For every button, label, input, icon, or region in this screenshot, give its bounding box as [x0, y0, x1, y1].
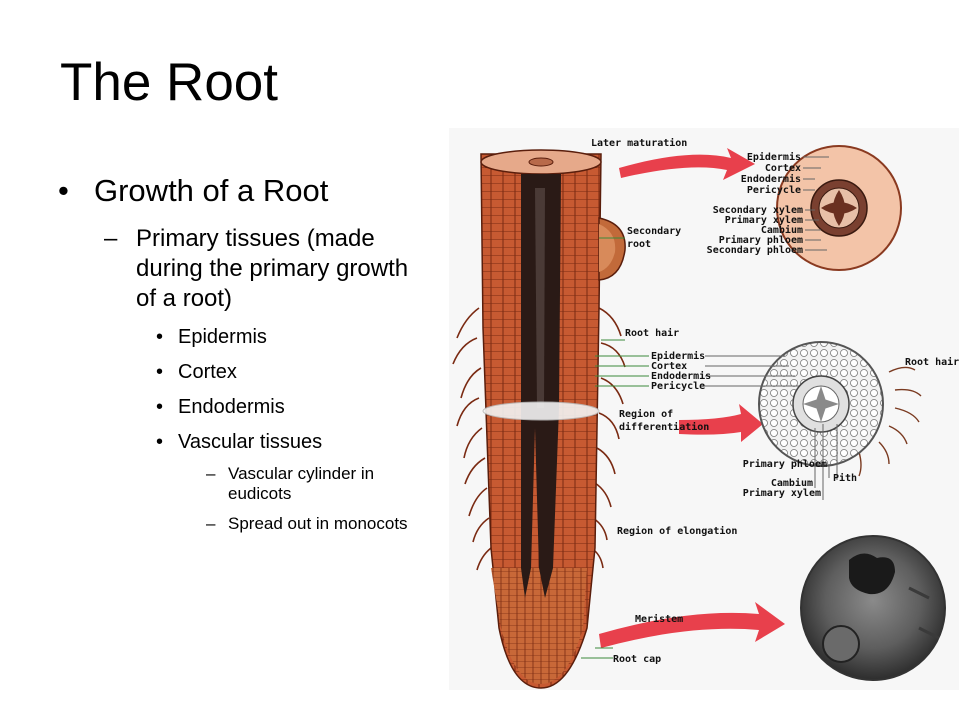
dash-marker: –	[104, 225, 118, 252]
label-meristem: Meristem	[635, 613, 683, 625]
bullet-text: Primary tissues (made during the primary…	[136, 225, 409, 312]
label-mid-cortex: Cortex	[651, 361, 687, 372]
arrow-later-maturation	[619, 148, 755, 180]
root-diagram: Later maturation Secondary root Root hai…	[449, 128, 959, 690]
label-region-diff-1: Region of	[619, 408, 673, 420]
bullet-text: Vascular tissues	[178, 431, 323, 453]
top-section-leaders	[803, 156, 829, 251]
label-top-secondary-phloem: Secondary phloem	[707, 245, 803, 256]
label-pith: Pith	[833, 472, 857, 484]
label-primary-xylem: Primary xylem	[743, 487, 821, 499]
bullet-growth-of-root: • Growth of a Root	[58, 172, 430, 210]
bullet-text: Endodermis	[178, 396, 285, 418]
label-secondary-root-2: root	[627, 239, 651, 250]
bullet-vascular-cylinder: – Vascular cylinder in eudicots	[58, 464, 430, 504]
mid-section-bottom-labels: Primary phloem Cambium Primary xylem	[743, 458, 827, 499]
label-top-secondary-xylem: Secondary xylem	[713, 205, 803, 216]
arrows	[599, 148, 785, 648]
bullet-epidermis: • Epidermis	[58, 325, 430, 349]
bullet-cortex: • Cortex	[58, 360, 430, 384]
bullet-spread-out: – Spread out in monocots	[58, 514, 430, 534]
label-primary-phloem: Primary phloem	[743, 458, 827, 470]
label-root-hair-right: Root hair	[905, 356, 959, 368]
bullet-marker: •	[156, 326, 164, 348]
top-section-labels: Epidermis Cortex Endodermis Pericycle Se…	[707, 151, 803, 256]
bullet-vascular-tissues: • Vascular tissues	[58, 430, 430, 454]
bullet-marker: •	[156, 361, 164, 383]
bullet-text: Cortex	[178, 361, 237, 383]
differentiation-band	[482, 401, 600, 421]
bullet-marker: •	[58, 173, 69, 208]
arrow-meristem	[599, 602, 785, 648]
label-region-diff-2: differentiation	[619, 421, 709, 433]
root-diagram-svg: Later maturation Secondary root Root hai…	[452, 137, 959, 689]
root-hairs	[452, 307, 626, 571]
label-top-primary-xylem: Primary xylem	[725, 214, 803, 226]
label-top-cortex: Cortex	[765, 163, 801, 174]
label-top-endodermis: Endodermis	[741, 173, 801, 185]
bullet-text: Vascular cylinder in eudicots	[228, 464, 375, 503]
label-top-primary-phloem: Primary phloem	[719, 234, 803, 246]
bullet-text: Epidermis	[178, 326, 267, 348]
bullet-list: • Growth of a Root – Primary tissues (ma…	[58, 172, 430, 534]
label-root-hair-left: Root hair	[625, 327, 679, 339]
label-top-cambium: Cambium	[761, 224, 803, 236]
leader-lines-left	[581, 237, 649, 659]
slide-title: The Root	[60, 53, 279, 112]
bullet-text: Growth of a Root	[94, 173, 329, 208]
label-cambium: Cambium	[771, 477, 813, 489]
label-mid-pericycle: Pericycle	[651, 380, 705, 392]
label-top-pericycle: Pericycle	[747, 184, 801, 196]
label-later-maturation: Later maturation	[591, 137, 687, 149]
dash-marker: –	[206, 464, 216, 483]
bullet-marker: •	[156, 396, 164, 418]
label-region-elongation: Region of elongation	[617, 525, 737, 537]
root-tip	[491, 568, 587, 684]
label-secondary-root-1: Secondary	[627, 226, 681, 237]
dash-marker: –	[206, 514, 216, 533]
mid-section-leaders	[705, 355, 838, 500]
label-top-epidermis: Epidermis	[747, 151, 801, 163]
label-mid-endodermis: Endodermis	[651, 370, 711, 382]
label-mid-epidermis: Epidermis	[651, 350, 705, 362]
label-root-cap: Root cap	[613, 654, 661, 665]
bullet-primary-tissues: – Primary tissues (made during the prima…	[58, 224, 430, 314]
mid-section-hairs	[858, 366, 922, 477]
bullet-text: Spread out in monocots	[228, 514, 408, 533]
arrow-differentiation	[679, 404, 763, 442]
bullet-endodermis: • Endodermis	[58, 395, 430, 419]
bullet-marker: •	[156, 431, 164, 453]
